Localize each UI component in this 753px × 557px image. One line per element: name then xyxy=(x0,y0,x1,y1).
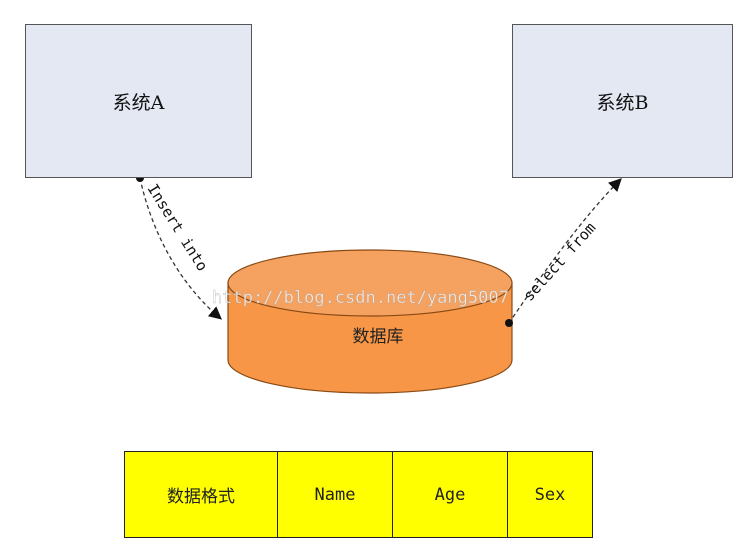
system-b-box: 系统B xyxy=(512,24,733,178)
table-cell-age: Age xyxy=(393,452,508,537)
select-label: select from xyxy=(520,219,600,305)
table-cell-name: Name xyxy=(278,452,393,537)
data-format-table: 数据格式 Name Age Sex xyxy=(124,451,593,538)
table-cell-format: 数据格式 xyxy=(125,452,278,537)
select-connector xyxy=(508,178,622,324)
insert-connector xyxy=(139,177,222,320)
table-cell-sex: Sex xyxy=(508,452,592,537)
system-a-label: 系统A xyxy=(112,91,165,114)
insert-label: Insert into xyxy=(144,181,212,275)
watermark: http://blog.csdn.net/yang5007 xyxy=(212,288,509,308)
select-start-dot xyxy=(505,319,513,327)
system-a-box: 系统A xyxy=(25,24,252,178)
system-b-label: 系统B xyxy=(596,91,649,114)
database-cylinder xyxy=(227,249,513,394)
database-top xyxy=(227,249,513,317)
database-label: 数据库 xyxy=(352,327,404,347)
